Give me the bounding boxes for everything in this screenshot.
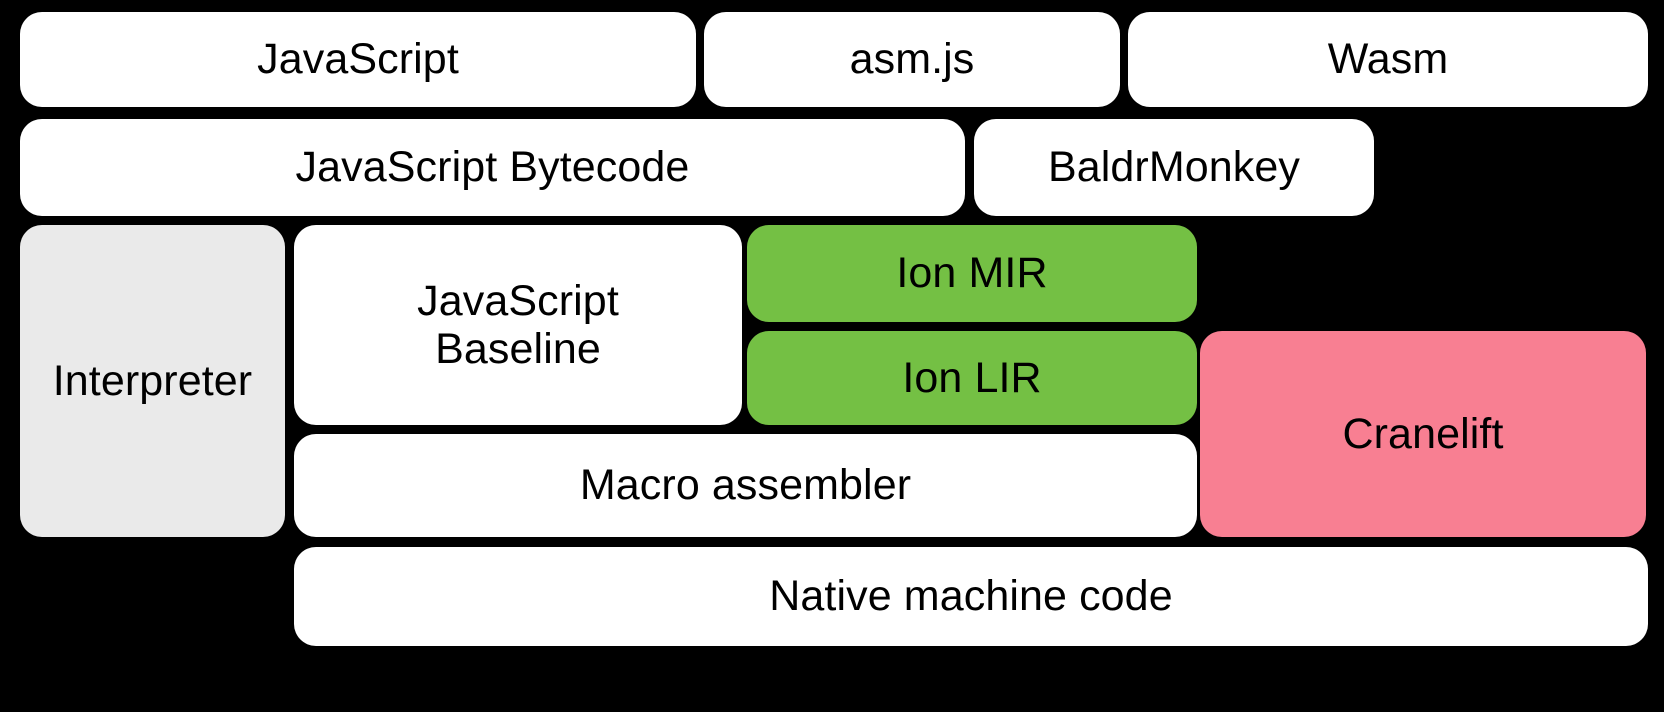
node-javascript-bytecode[interactable]: JavaScript Bytecode (20, 119, 965, 216)
node-javascript[interactable]: JavaScript (20, 12, 696, 107)
node-wasm[interactable]: Wasm (1128, 12, 1648, 107)
node-macro-assembler[interactable]: Macro assembler (294, 434, 1197, 537)
node-javascript-baseline[interactable]: JavaScript Baseline (294, 225, 742, 425)
node-interpreter[interactable]: Interpreter (20, 225, 285, 537)
node-ion-mir[interactable]: Ion MIR (747, 225, 1197, 322)
node-cranelift[interactable]: Cranelift (1200, 331, 1646, 537)
node-asmjs[interactable]: asm.js (704, 12, 1120, 107)
node-native-machine-code[interactable]: Native machine code (294, 547, 1648, 646)
node-ion-lir[interactable]: Ion LIR (747, 331, 1197, 425)
node-baldrmonkey[interactable]: BaldrMonkey (974, 119, 1374, 216)
